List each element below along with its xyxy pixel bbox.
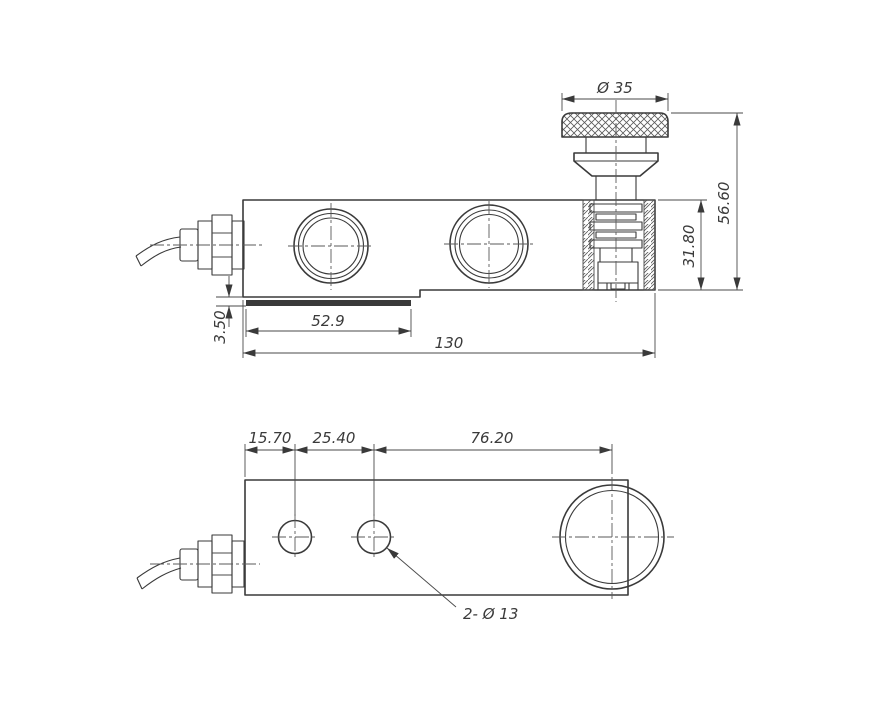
dim-total-height: 56.60 <box>658 112 743 291</box>
dim-total-height-label: 56.60 <box>715 182 733 225</box>
section-hatch <box>582 199 595 291</box>
plan-view: 15.70 25.40 76.20 2- Ø 13 <box>136 429 674 623</box>
cable <box>141 567 182 590</box>
dim-cap-diameter: Ø 35 <box>561 79 669 111</box>
dim-gap-label: 3.50 <box>211 310 229 343</box>
holes-callout-label: 2- Ø 13 <box>463 605 518 623</box>
foot-tab <box>628 282 639 291</box>
dim-slot-length-label: 52.9 <box>311 312 344 330</box>
rubber-foot-cap <box>561 112 669 138</box>
dim-offset-right-label: 76.20 <box>471 429 514 447</box>
dim-gap: 3.50 <box>211 276 246 344</box>
cable <box>135 236 181 257</box>
dim-slot-length: 52.9 <box>245 309 412 337</box>
foot-circle <box>552 477 674 599</box>
bore-right <box>444 201 534 288</box>
cable-gland-plan <box>136 534 260 594</box>
dim-beam-height: 31.80 <box>658 199 707 290</box>
dim-overall-length: 130 <box>242 293 656 358</box>
bore-left <box>288 203 374 290</box>
cable <box>140 246 182 267</box>
gap-plate <box>246 300 411 306</box>
dim-overall-length-label: 130 <box>435 334 464 352</box>
hole-small-2 <box>351 514 397 560</box>
gland-entry-nut <box>179 548 199 581</box>
holes-callout: 2- Ø 13 <box>386 547 518 623</box>
side-view: Ø 35 56.60 31.80 3.50 52.9 <box>135 79 743 358</box>
dim-beam-height-label: 31.80 <box>680 225 698 268</box>
mount-foot <box>561 100 669 302</box>
foot-tab <box>597 282 608 291</box>
dim-hole-offsets: 15.70 25.40 76.20 <box>244 429 613 516</box>
hole-small-1 <box>272 514 318 560</box>
cable <box>136 557 181 579</box>
section-hatch <box>643 199 656 291</box>
dim-cap-diameter-label: Ø 35 <box>596 79 633 97</box>
dim-offset-left-label: 15.70 <box>249 429 292 447</box>
cable-gland-side <box>135 214 262 276</box>
foot-notch <box>610 282 626 290</box>
dim-offset-mid-label: 25.40 <box>313 429 356 447</box>
beam-outline-plan <box>244 479 629 596</box>
foot-button <box>597 261 639 284</box>
